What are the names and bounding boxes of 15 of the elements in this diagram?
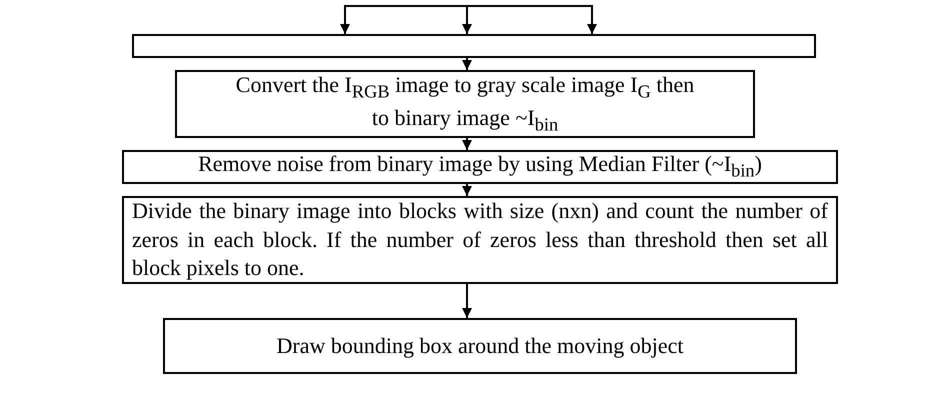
step-text: Draw bounding box around the moving object [276,332,684,360]
process-box [163,318,797,374]
process-box [175,70,755,138]
arrow [462,58,472,70]
arrow [462,184,472,196]
arrow [340,6,350,34]
step-text: Divide the binary image into blocks with size (nxn) and count the number of zeros in each block. If the number of zeros less than threshold then set all block pixels to one. [132,197,828,282]
arrow [587,6,597,34]
step-text: Convert the I$_{RGB}$ image to gray scale image I$_{G}$ then to binary image ~I$_{bin}$ [234,70,696,136]
step-text: Remove noise from binary image by using Median Filter (~I$_{bin}$) [198,150,762,183]
process-box [122,150,838,184]
arrow [462,138,472,150]
empty-box [132,34,816,58]
arrow [462,6,472,34]
arrow [462,284,472,318]
